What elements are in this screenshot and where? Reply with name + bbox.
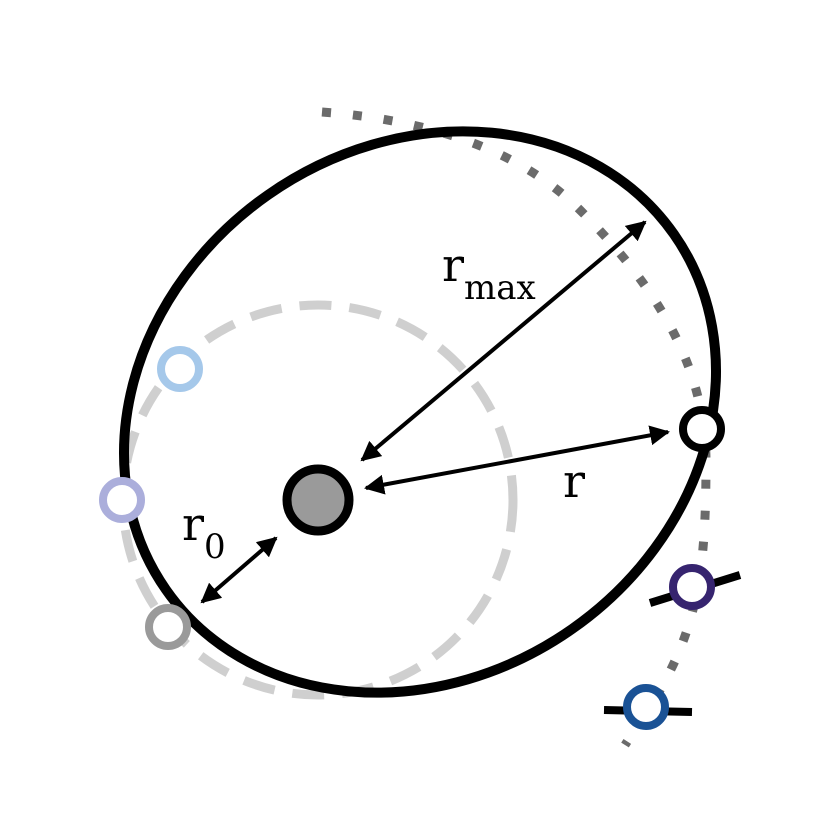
point-gray [145, 604, 191, 650]
point-dark-blue [623, 684, 669, 730]
point-lavender [99, 477, 145, 523]
r-max-label: rmax [442, 238, 536, 308]
r-arrow [364, 425, 670, 495]
r-label: r [563, 454, 585, 508]
boundary-ellipse [119, 126, 721, 698]
r-max-arrow [360, 220, 647, 462]
r0-label: r0 [182, 497, 226, 567]
r0-arrow [200, 536, 278, 604]
point-current [679, 406, 725, 452]
point-dark-purple [669, 564, 715, 610]
r-max-label-main: r [442, 238, 464, 292]
r0-label-sub: 0 [204, 527, 226, 567]
r-max-label-sub: max [464, 268, 536, 308]
point-light-blue [157, 346, 203, 392]
r0-label-main: r [182, 497, 204, 551]
center-body [282, 464, 354, 536]
